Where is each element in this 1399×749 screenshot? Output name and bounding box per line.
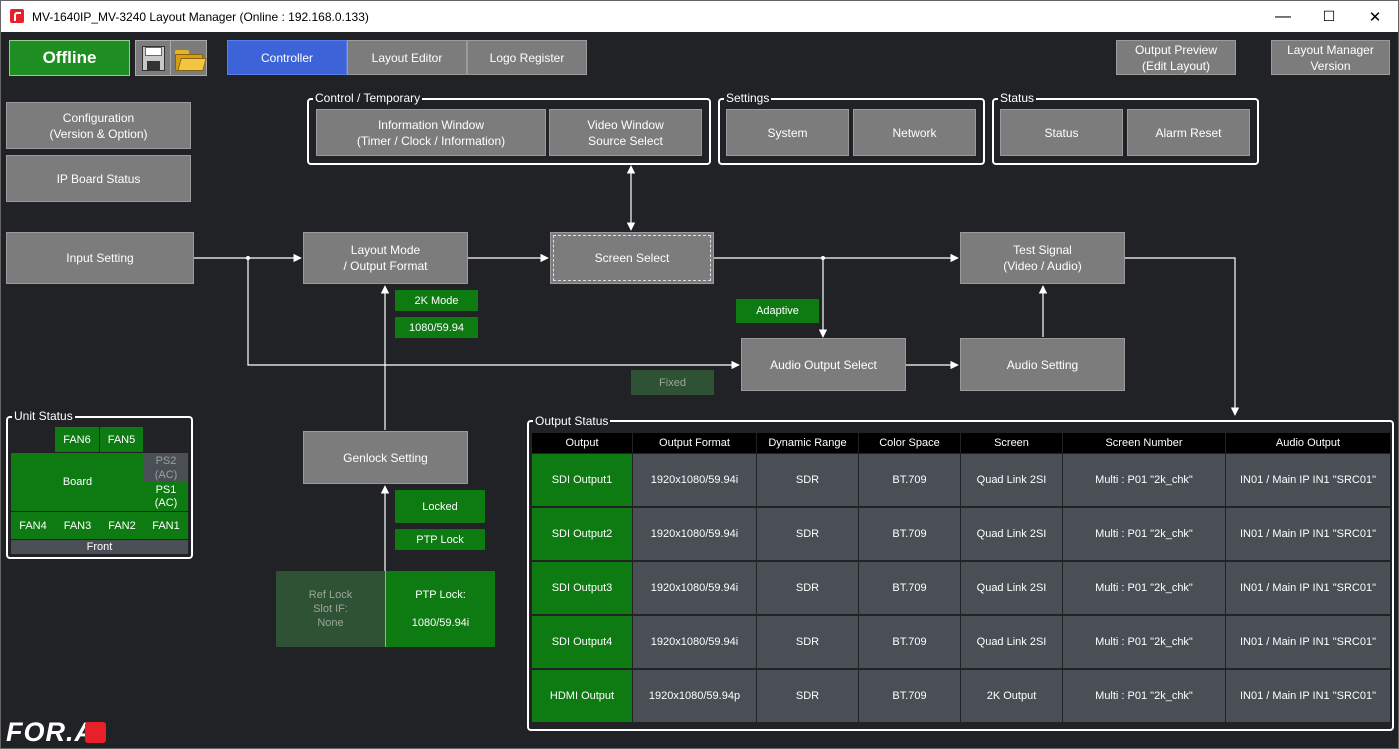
table-cell: Quad Link 2SI [961,616,1062,668]
table-cell: SDR [757,562,858,614]
table-cell: SDR [757,508,858,560]
table-header: Color Space [859,433,960,453]
open-folder-icon[interactable] [170,40,207,76]
table-cell: Quad Link 2SI [961,562,1062,614]
table-cell: Quad Link 2SI [961,508,1062,560]
table-cell: 1920x1080/59.94i [633,454,756,506]
ps1-indicator: PS1 (AC) [144,482,188,511]
board-indicator: Board [11,453,144,511]
table-cell: BT.709 [859,508,960,560]
input-setting-button[interactable]: Input Setting [6,232,194,284]
system-button[interactable]: System [726,109,849,156]
table-cell: Quad Link 2SI [961,454,1062,506]
table-cell: 2K Output [961,670,1062,722]
tab-layout-editor[interactable]: Layout Editor [347,40,467,75]
fan2-indicator: FAN2 [100,512,144,539]
table-cell: IN01 / Main IP IN1 "SRC01" [1226,508,1390,560]
table-cell: BT.709 [859,670,960,722]
table-cell: SDR [757,670,858,722]
ref-lock-panel: Ref Lock Slot IF: None [276,571,385,647]
table-cell: IN01 / Main IP IN1 "SRC01" [1226,454,1390,506]
configuration-button[interactable]: Configuration (Version & Option) [6,102,191,149]
maximize-button[interactable]: ☐ [1306,1,1352,32]
output-name-cell: HDMI Output [532,670,632,722]
ps2-indicator: PS2 (AC) [144,453,188,482]
fan3-indicator: FAN3 [55,512,100,539]
adaptive-badge: Adaptive [736,299,819,323]
audio-setting-button[interactable]: Audio Setting [960,338,1125,391]
table-cell: SDR [757,616,858,668]
unit-status-label: Unit Status [12,410,75,423]
table-header: Screen [961,433,1062,453]
app-icon [10,9,24,23]
table-cell: Multi : P01 "2k_chk" [1063,454,1225,506]
status-button[interactable]: Status [1000,109,1123,156]
table-header: Output Format [633,433,756,453]
window-title: MV-1640IP_MV-3240 Layout Manager (Online… [32,10,369,24]
control-temporary-label: Control / Temporary [313,92,422,105]
audio-output-select-button[interactable]: Audio Output Select [741,338,906,391]
video-window-source-button[interactable]: Video Window Source Select [549,109,702,156]
fixed-badge: Fixed [631,370,714,395]
output-name-cell: SDI Output3 [532,562,632,614]
network-button[interactable]: Network [853,109,976,156]
save-icon[interactable] [135,40,171,76]
table-cell: BT.709 [859,562,960,614]
table-cell: 1920x1080/59.94i [633,616,756,668]
minimize-button[interactable]: — [1260,1,1306,32]
table-header: Output [532,433,632,453]
table-cell: Multi : P01 "2k_chk" [1063,616,1225,668]
table-cell: IN01 / Main IP IN1 "SRC01" [1226,562,1390,614]
fan5-indicator: FAN5 [100,427,143,452]
output-status-label: Output Status [533,415,610,428]
tab-controller[interactable]: Controller [227,40,347,75]
settings-label: Settings [724,92,771,105]
logo-mark-icon [85,722,106,743]
genlock-setting-button[interactable]: Genlock Setting [303,431,468,484]
tab-logo-register[interactable]: Logo Register [467,40,587,75]
ptp-lock-badge: PTP Lock [395,529,485,550]
ip-board-status-button[interactable]: IP Board Status [6,155,191,202]
ptp-lock-panel: PTP Lock: 1080/59.94i [386,571,495,647]
screen-select-button[interactable]: Screen Select [550,232,714,284]
fan1-indicator: FAN1 [144,512,188,539]
test-signal-button[interactable]: Test Signal (Video / Audio) [960,232,1125,284]
fora-logo: FOR.A [6,718,95,746]
table-cell: BT.709 [859,454,960,506]
table-header: Audio Output [1226,433,1390,453]
table-cell: SDR [757,454,858,506]
layout-mode-button[interactable]: Layout Mode / Output Format [303,232,468,284]
output-format-badge: 1080/59.94 [395,317,478,338]
fan6-indicator: FAN6 [55,427,99,452]
table-header: Dynamic Range [757,433,858,453]
table-cell: Multi : P01 "2k_chk" [1063,562,1225,614]
table-cell: 1920x1080/59.94p [633,670,756,722]
table-cell: IN01 / Main IP IN1 "SRC01" [1226,616,1390,668]
title-bar: MV-1640IP_MV-3240 Layout Manager (Online… [1,1,1398,32]
offline-button[interactable]: Offline [9,40,130,76]
table-cell: Multi : P01 "2k_chk" [1063,670,1225,722]
table-cell: 1920x1080/59.94i [633,562,756,614]
2k-mode-badge: 2K Mode [395,290,478,311]
table-cell: 1920x1080/59.94i [633,508,756,560]
table-cell: IN01 / Main IP IN1 "SRC01" [1226,670,1390,722]
output-name-cell: SDI Output2 [532,508,632,560]
table-cell: BT.709 [859,616,960,668]
close-button[interactable]: ✕ [1352,1,1398,32]
information-window-button[interactable]: Information Window (Timer / Clock / Info… [316,109,546,156]
table-header: Screen Number [1063,433,1225,453]
alarm-reset-button[interactable]: Alarm Reset [1127,109,1250,156]
controller-canvas: Offline Controller Layout Editor Logo Re… [1,32,1398,749]
status-group-label: Status [998,92,1036,105]
output-preview-button[interactable]: Output Preview (Edit Layout) [1116,40,1236,75]
locked-badge: Locked [395,490,485,523]
table-cell: Multi : P01 "2k_chk" [1063,508,1225,560]
version-button[interactable]: Layout Manager Version [1271,40,1390,75]
fan4-indicator: FAN4 [11,512,55,539]
output-name-cell: SDI Output1 [532,454,632,506]
front-label: Front [11,540,188,554]
output-name-cell: SDI Output4 [532,616,632,668]
